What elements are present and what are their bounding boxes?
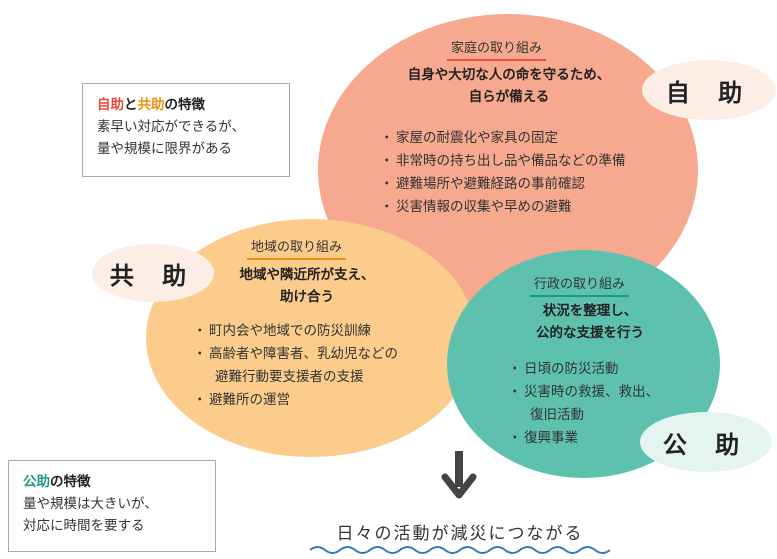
note-term-kyojo: 共助 [137, 97, 165, 113]
kyojo-lead: 地域や隣近所が支え、 助け合う [217, 264, 397, 308]
note-suffix: の特徴 [50, 474, 91, 490]
list-item-continuation: 復旧活動 [530, 407, 584, 423]
list-item-text: 避難所の運営 [209, 392, 290, 408]
note-term-kojo: 公助 [23, 474, 50, 490]
note-title: 自助と共助の特徴 [97, 94, 289, 116]
list-item-text: 日頃の防災活動 [524, 361, 619, 377]
kyojo-list: 町内会や地域での防災訓練 高齢者や障害者、乳幼児などの 避難行動要支援者の支援 … [193, 320, 398, 412]
kyojo-lead-line: 地域や隣近所が支え、 [239, 267, 375, 283]
kyojo-lead-line: 助け合う [280, 289, 334, 305]
jijo-lead-line: 自身や大切な人の命を守るため、 [407, 67, 611, 83]
kojo-lead: 状況を整理し、 公的な支援を行う [500, 300, 680, 344]
jijo-lead-line: 自らが備える [468, 89, 550, 105]
list-item-text: 町内会や地域での防災訓練 [209, 323, 371, 339]
note-line: 対応に時間を要する [23, 518, 145, 534]
list-item: 復興事業 [508, 427, 659, 450]
note-title: 公助の特徴 [23, 471, 215, 493]
list-item-text: 高齢者や障害者、乳幼児などの [209, 346, 398, 362]
tagline: 日々の活動が減災につながる [336, 524, 584, 544]
jijo-kyojo-note: 自助と共助の特徴 素早い対応ができるが、 量や規模に限界がある [82, 83, 290, 177]
list-item-continuation: 避難行動要支援者の支援 [215, 369, 364, 385]
list-item: 日頃の防災活動 [508, 358, 659, 381]
down-arrow-icon [441, 451, 477, 499]
kojo-note: 公助の特徴 量や規模は大きいが、 対応に時間を要する [8, 460, 216, 552]
note-term-jijo: 自助 [97, 97, 124, 113]
list-item-text: 復興事業 [524, 430, 578, 446]
kojo-lead-line: 公的な支援を行う [536, 325, 644, 341]
list-item: 避難場所や避難経路の事前確認 [380, 173, 626, 196]
kojo-list: 日頃の防災活動 災害時の救援、救出、 復旧活動 復興事業 [508, 358, 659, 450]
kyojo-label: 共 助 [92, 244, 214, 302]
note-connector: と [124, 97, 138, 113]
kojo-label: 公 助 [640, 412, 772, 472]
list-item-text: 災害時の救援、救出、 [524, 384, 659, 400]
list-item: 非常時の持ち出し品や備品などの準備 [380, 150, 625, 173]
note-line: 量や規模は大きいが、 [23, 496, 158, 512]
list-item: 避難所の運営 [193, 389, 398, 412]
jijo-label: 自 助 [642, 60, 776, 120]
jijo-lead: 自身や大切な人の命を守るため、 自らが備える [384, 64, 634, 108]
note-suffix: の特徴 [164, 97, 206, 113]
note-line: 量や規模に限界がある [97, 141, 232, 157]
kyojo-heading: 地域の取り組み [247, 236, 347, 260]
list-item: 災害時の救援、救出、 復旧活動 [508, 381, 659, 427]
note-line: 素早い対応ができるが、 [97, 119, 245, 135]
list-item: 高齢者や障害者、乳幼児などの 避難行動要支援者の支援 [193, 343, 398, 389]
jijo-list: 家屋の耐震化や家具の固定 非常時の持ち出し品や備品などの準備 避難場所や避難経路… [380, 127, 626, 219]
wave-underline [310, 546, 610, 554]
kojo-heading: 行政の取り組み [530, 273, 630, 297]
kojo-lead-line: 状況を整理し、 [542, 303, 638, 319]
list-item: 家屋の耐震化や家具の固定 [380, 127, 626, 150]
jijo-heading: 家庭の取り組み [447, 37, 547, 61]
list-item: 町内会や地域での防災訓練 [193, 320, 398, 343]
list-item: 災害情報の収集や早めの避難 [380, 196, 626, 219]
